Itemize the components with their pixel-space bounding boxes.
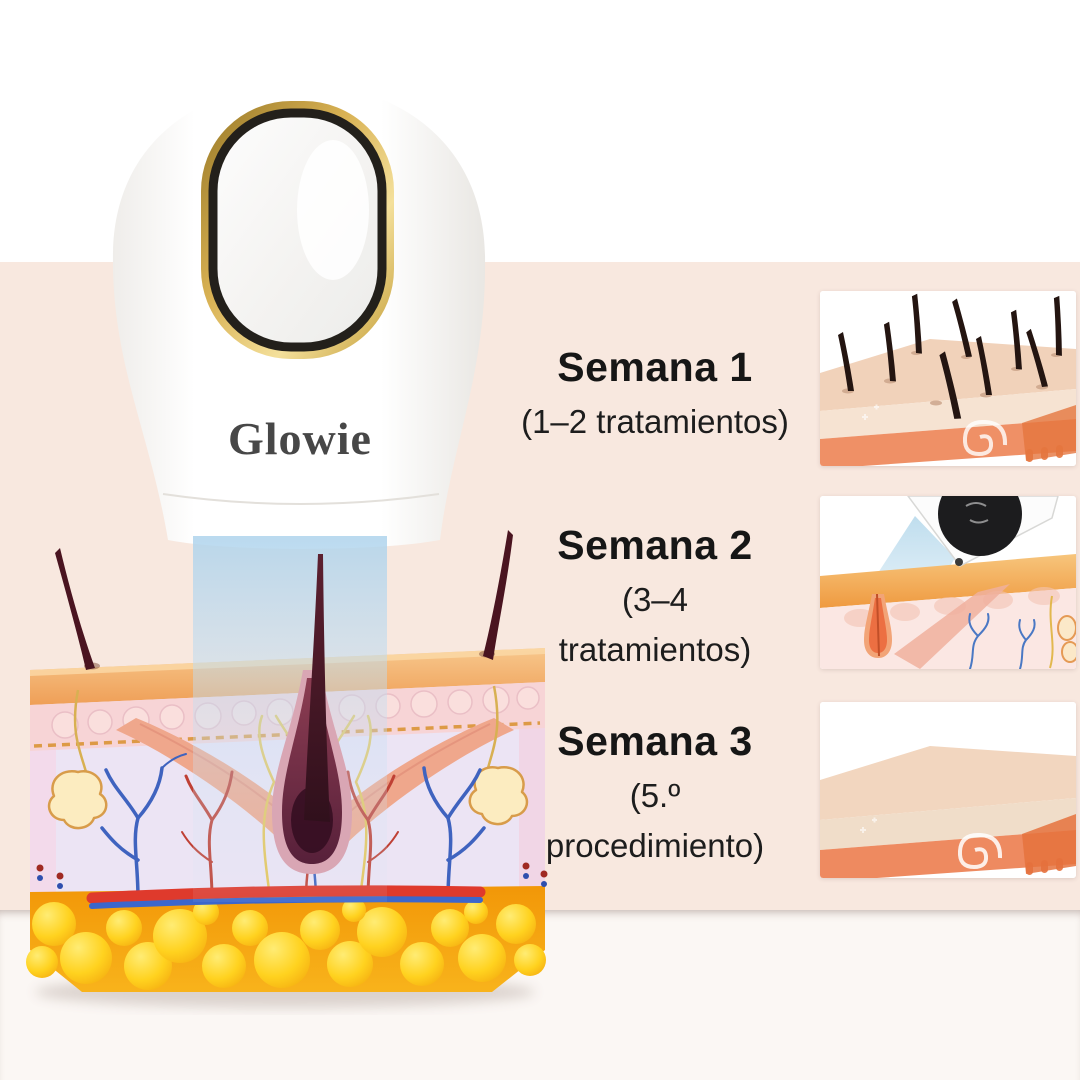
week-1-block: Semana 1 (1–2 tratamientos) xyxy=(485,344,825,447)
edge-receptor-dots xyxy=(36,862,548,889)
device-seam-line xyxy=(162,493,440,505)
week-3-title: Semana 3 xyxy=(557,718,753,764)
week-2-block: Semana 2 (3–4 tratamientos) xyxy=(485,522,825,674)
mini-vessels xyxy=(968,613,1036,669)
hairs xyxy=(838,293,1071,420)
side-hairs xyxy=(55,530,513,670)
ipl-device-illustration xyxy=(112,84,486,549)
lens-gold-ring xyxy=(201,101,394,359)
hairy-skin-illustration xyxy=(820,291,1076,466)
skin-cross-section-diagram xyxy=(26,530,548,1008)
fat-layer xyxy=(26,886,546,992)
mini-gland xyxy=(1057,615,1076,663)
watermark-spiral xyxy=(962,419,1008,457)
brand-logo: Glowie xyxy=(228,413,372,464)
week-2-title: Semana 2 xyxy=(557,522,753,568)
mini-nerve xyxy=(1049,595,1054,669)
week-3-thumbnail xyxy=(820,702,1076,878)
lens-highlight xyxy=(297,140,369,280)
week-3-subtitle: (5.º procedimiento) xyxy=(545,777,765,864)
watermark-spiral xyxy=(957,832,1003,870)
sparkles xyxy=(860,817,877,833)
week-2-subtitle: (3–4 tratamientos) xyxy=(558,581,752,668)
week-1-thumbnail xyxy=(820,291,1076,466)
sparkles xyxy=(862,404,879,420)
laser-wedge xyxy=(894,584,1010,669)
ipl-treatment-illustration xyxy=(820,496,1076,669)
week-1-title: Semana 1 xyxy=(557,344,753,390)
mini-follicle xyxy=(864,593,892,658)
week-2-thumbnail xyxy=(820,496,1076,669)
hair-follicle xyxy=(272,554,352,874)
mini-device xyxy=(907,496,1059,567)
week-3-block: Semana 3 (5.º procedimiento) xyxy=(485,718,825,870)
hair-shaft xyxy=(304,554,330,822)
week-1-subtitle: (1–2 tratamientos) xyxy=(521,403,789,440)
sebaceous-glands xyxy=(47,685,529,830)
smooth-skin-illustration xyxy=(820,702,1076,878)
